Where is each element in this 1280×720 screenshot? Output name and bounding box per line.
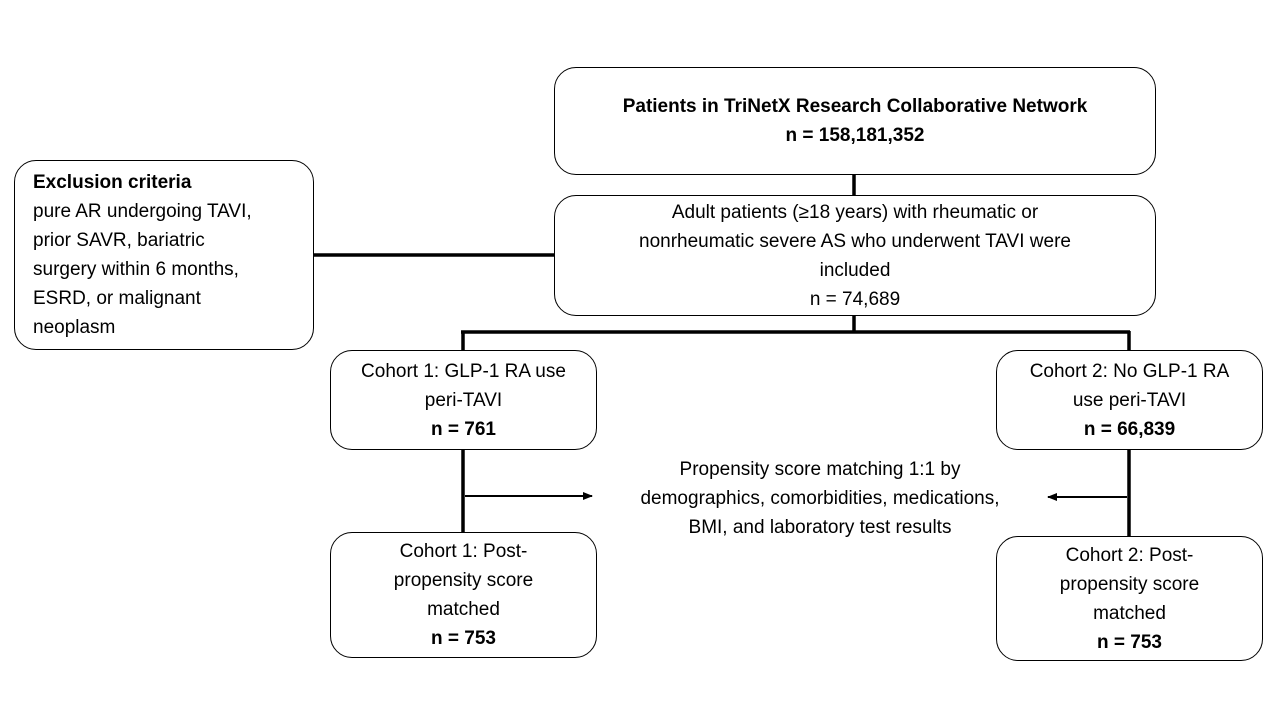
cohort1-line: Cohort 1: GLP-1 RA use — [361, 360, 566, 382]
included-patients-count: n = 74,689 — [809, 288, 901, 310]
cohort1-box: Cohort 1: GLP-1 RA use peri-TAVI n = 761 — [330, 350, 597, 450]
cohort2-matched-line: matched — [1093, 602, 1166, 624]
cohort2-line: use peri-TAVI — [1072, 389, 1187, 411]
cohort1-matched-box: Cohort 1: Post- propensity score matched… — [330, 532, 597, 658]
source-population-box: Patients in TriNetX Research Collaborati… — [554, 67, 1156, 175]
propensity-matching-line: demographics, comorbidities, medications… — [640, 488, 1000, 509]
exclusion-criteria-box: Exclusion criteria pure AR undergoing TA… — [14, 160, 314, 350]
propensity-matching-line: BMI, and laboratory test results — [688, 517, 952, 538]
cohort1-matched-count: n = 753 — [431, 628, 496, 649]
cohort1-matched-line: matched — [427, 599, 500, 620]
cohort1-matched-line: Cohort 1: Post- — [399, 541, 528, 562]
cohort2-matched-line: Cohort 2: Post- — [1065, 544, 1194, 566]
exclusion-criteria-line: neoplasm — [33, 317, 116, 338]
cohort2-box: Cohort 2: No GLP-1 RA use peri-TAVI n = … — [996, 350, 1263, 450]
source-population-title: Patients in TriNetX Research Collaborati… — [622, 96, 1088, 117]
exclusion-criteria-line: prior SAVR, bariatric — [33, 230, 205, 251]
propensity-matching-note: Propensity score matching 1:1 by demogra… — [600, 455, 1040, 542]
cohort2-count: n = 66,839 — [1083, 418, 1176, 440]
included-patients-line: included — [819, 259, 891, 281]
cohort2-matched-count: n = 753 — [1097, 631, 1162, 653]
cohort1-line: peri-TAVI — [424, 389, 503, 411]
exclusion-criteria-line: ESRD, or malignant — [33, 288, 201, 309]
exclusion-criteria-line: surgery within 6 months, — [33, 259, 239, 280]
cohort1-count: n = 761 — [431, 418, 496, 440]
included-patients-box: Adult patients (≥18 years) with rheumati… — [554, 195, 1156, 316]
propensity-matching-line: Propensity score matching 1:1 by — [679, 459, 961, 480]
cohort1-matched-line: propensity score — [393, 570, 534, 591]
exclusion-criteria-line: pure AR undergoing TAVI, — [33, 201, 252, 222]
exclusion-criteria-title: Exclusion criteria — [33, 172, 192, 193]
source-population-count: n = 158,181,352 — [785, 125, 925, 146]
cohort2-matched-line: propensity score — [1059, 573, 1200, 595]
included-patients-line: nonrheumatic severe AS who underwent TAV… — [639, 230, 1071, 252]
cohort2-line: Cohort 2: No GLP-1 RA — [1029, 360, 1230, 382]
cohort2-matched-box: Cohort 2: Post- propensity score matched… — [996, 536, 1263, 661]
included-patients-line: Adult patients (≥18 years) with rheumati… — [671, 201, 1039, 223]
